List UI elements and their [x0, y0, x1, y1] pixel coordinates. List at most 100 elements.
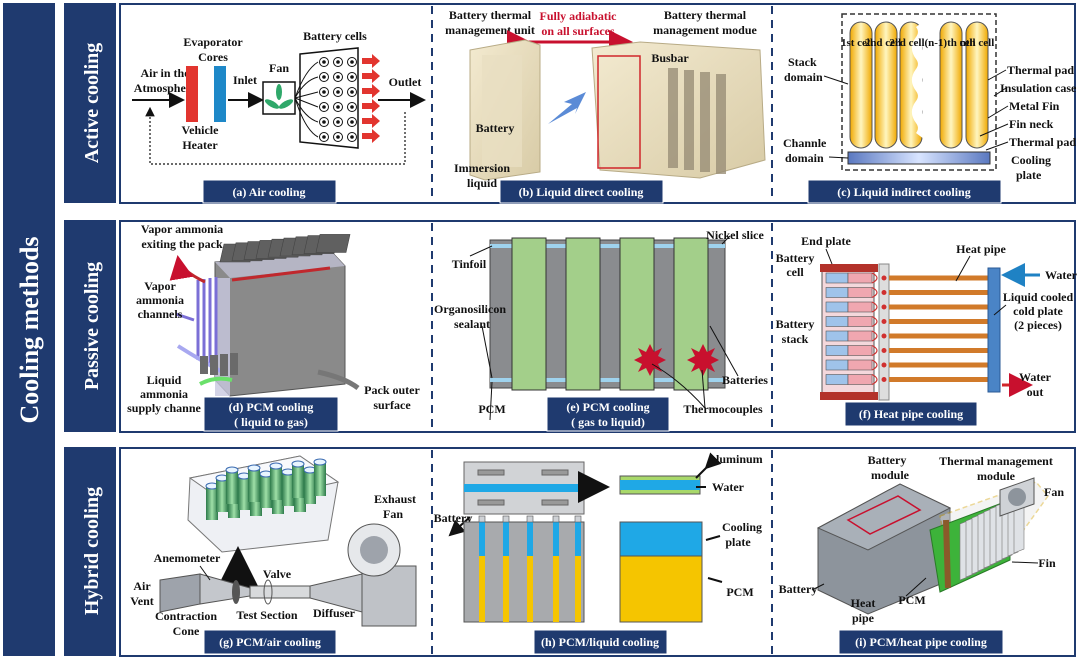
label-lcc-3: (2 pieces): [1014, 318, 1062, 332]
label-heater: Heater: [182, 138, 218, 152]
label-pack-2: surface: [373, 398, 411, 412]
panel-a-air-cooling: Air in the Atmosphere Evaporator Cores V…: [132, 29, 426, 165]
captions: (a) Air cooling (b) Liquid direct coolin…: [202, 179, 1004, 655]
label-cooling-1: Cooling: [722, 520, 762, 534]
label-lcc-1: Liquid cooled: [1003, 290, 1074, 304]
label-water: Water: [712, 480, 745, 494]
label-air-2: Vent: [130, 594, 154, 608]
fan-icon: [264, 84, 294, 109]
label-vapor-ch-1: Vapor: [144, 279, 176, 293]
label-organo-1: Organosilicon: [434, 302, 506, 316]
cell-n1-label: (n-1)th cell: [924, 37, 975, 49]
pcm-cylinder: [304, 470, 316, 504]
gold-cell: [939, 21, 963, 149]
label-battery: Battery: [779, 582, 818, 596]
label-organo-2: sealant: [454, 317, 490, 331]
row-frame-passive: [119, 220, 1076, 433]
heater-core: [186, 66, 198, 122]
label-immersion-1: Immersion: [454, 161, 510, 175]
panel-e-pcm-gas-liquid: Nickel slice Tinfoil Organosilicon seala…: [434, 228, 768, 421]
cylinder-grid: [205, 458, 327, 520]
pcm-cylinder: [216, 478, 228, 512]
label-pcm: PCM: [478, 402, 505, 416]
cooling-plate-block: [619, 521, 703, 557]
label-liquid-2: ammonia: [140, 387, 188, 401]
label-aluminum: Aluminum: [707, 452, 762, 466]
pcm-cells: [511, 237, 709, 391]
thermocouple-1: [634, 344, 666, 376]
label-adiabatic-1: Fully adiabatic: [539, 9, 617, 23]
caption-d-2: ( liquid to gas): [234, 415, 308, 429]
label-tm-1: Thermal management: [939, 454, 1053, 468]
water-strip: [575, 522, 581, 556]
label-battery-cells: Battery cells: [303, 29, 367, 43]
label-exhaust-2: Fan: [383, 507, 403, 521]
label-vapor-ch-3: channels: [138, 307, 183, 321]
pcm-cylinder: [270, 466, 282, 500]
fin: [315, 234, 351, 253]
label-immersion-2: liquid: [467, 176, 497, 190]
gold-cell: [965, 21, 989, 149]
label-btmu-1: Battery thermal: [449, 8, 532, 22]
label-exhaust-1: Exhaust: [374, 492, 416, 506]
label-fin: Fin: [1038, 556, 1056, 570]
label-cooling-2: plate: [1016, 168, 1042, 182]
label-thermocouples: Thermocouples: [683, 402, 763, 416]
evaporator-core: [214, 66, 226, 122]
battery-cell: [511, 237, 547, 391]
label-busbar: Busbar: [651, 51, 689, 65]
battery-cell-grid: [319, 57, 357, 142]
caption-a: (a) Air cooling: [232, 185, 305, 199]
red-arrow: [362, 54, 380, 68]
label-cooling-1: Cooling: [1011, 153, 1051, 167]
label-test: Test Section: [236, 608, 298, 622]
gold-cell: [874, 21, 898, 149]
label-pcm: PCM: [726, 585, 753, 599]
label-btmu-2: management unit: [445, 23, 535, 37]
label-fin-neck: Fin neck: [1009, 117, 1054, 131]
panel-g-pcm-air: Exhaust Fan Anemometer Air Vent Valve Co…: [130, 455, 417, 638]
caption-g: (g) PCM/air cooling: [219, 635, 321, 649]
label-fan: Fan: [1044, 485, 1064, 499]
label-cooling-2: plate: [725, 535, 751, 549]
air-vent: [159, 573, 201, 613]
cooling-plate: [847, 151, 991, 165]
row-title-active: Active cooling: [81, 43, 103, 164]
thermocouple-2: [687, 344, 719, 376]
label-adiabatic-2: on all surfaces: [541, 24, 615, 38]
pcm-strip: [553, 556, 559, 622]
caption-f: (f) Heat pipe cooling: [859, 407, 963, 421]
label-air-in-1: Air in the: [140, 66, 190, 80]
row-title-bar-active: [64, 3, 116, 203]
battery-cell: [673, 237, 709, 391]
label-channel-2: domain: [785, 151, 824, 165]
label-valve: Valve: [263, 567, 292, 581]
label-module-2: module: [871, 468, 910, 482]
red-arrow: [362, 84, 380, 98]
label-tinfoil: Tinfoil: [452, 257, 487, 271]
panel-c-liquid-indirect: 1st cell 2nd cell 2rd cell (n-1)th cell …: [783, 13, 1077, 182]
red-arrow: [362, 129, 380, 143]
label-fan: Fan: [269, 61, 289, 75]
label-vehicle: Vehicle: [182, 123, 220, 137]
label-evaporator-2: Cores: [198, 50, 228, 64]
label-water-in: Water in: [1045, 268, 1080, 282]
pcm-strip: [503, 556, 509, 622]
pcm-block: [619, 555, 703, 623]
pcm-cylinder: [292, 464, 304, 498]
label-nickel: Nickel slice: [706, 228, 764, 242]
cell-1-label: 1st cell: [841, 37, 873, 49]
label-vapor-ch-2: ammonia: [136, 293, 184, 307]
label-end-plate: End plate: [801, 234, 851, 248]
heat-pipe-rows: [825, 272, 988, 386]
label-vapor-exit-1: Vapor ammonia: [141, 222, 223, 236]
label-btmm-1: Battery thermal: [664, 8, 747, 22]
row-title-passive: Passive cooling: [81, 262, 103, 390]
red-arrow: [362, 69, 380, 83]
recirculation-path: [145, 106, 406, 165]
label-stack-1: Stack: [788, 55, 817, 69]
insulation-case: [841, 13, 997, 171]
test-section: [249, 585, 311, 599]
label-thermal-pad: Thermal pad: [1007, 63, 1074, 77]
